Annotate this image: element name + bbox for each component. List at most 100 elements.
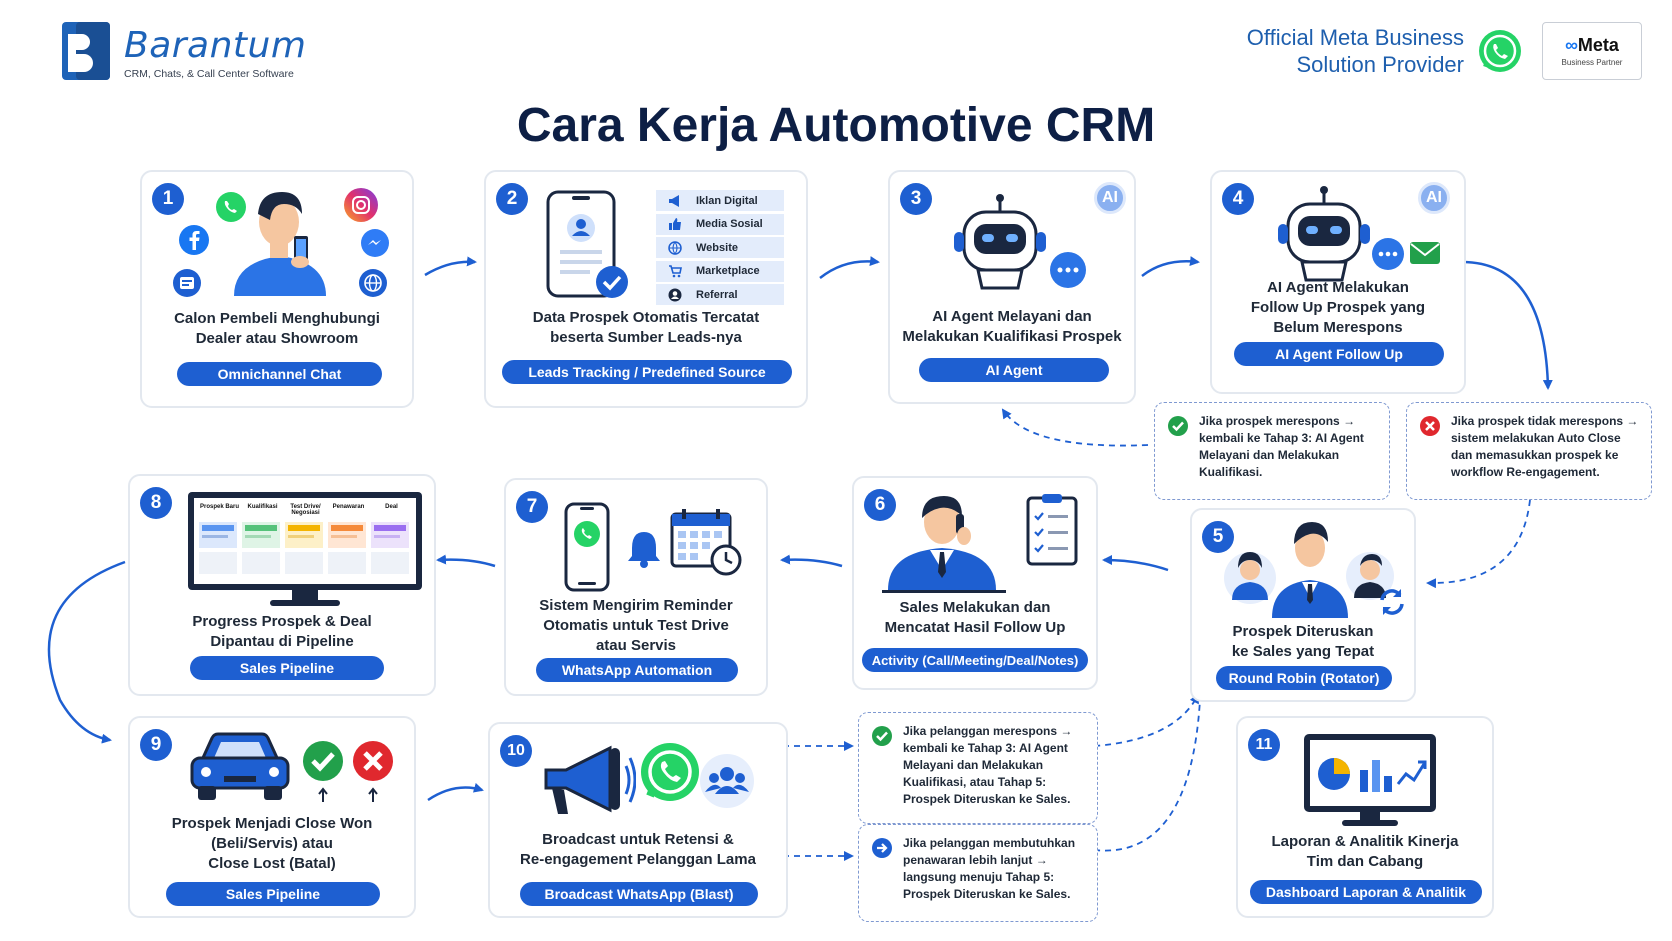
lead-source-item: Iklan Digital	[656, 190, 784, 211]
note-prospect-no-response: Jika prospek tidak merespons → sistem me…	[1406, 402, 1652, 500]
arrow-5-6	[1102, 555, 1169, 572]
partner-line-1: Official Meta Business	[1246, 25, 1464, 50]
globe-icon	[668, 240, 682, 255]
feature-pill: Sales Pipeline	[166, 882, 380, 906]
robot-icon	[954, 194, 1086, 290]
lead-source-item: Marketplace	[656, 260, 784, 282]
brand-tagline: CRM, Chats, & Call Center Software	[124, 68, 294, 80]
cart-icon	[669, 265, 682, 278]
step-title: Sistem Mengirim Reminder Otomatis untuk …	[539, 597, 733, 654]
step-card-10: 10 Broadcast untuk Retensi & Re-engageme…	[488, 722, 788, 918]
feature-pill: Round Robin (Rotator)	[1216, 666, 1392, 690]
feature-pill: Sales Pipeline	[190, 656, 384, 680]
dashed-arrow-note-a-5	[1093, 693, 1199, 747]
arrow-1-2	[424, 256, 477, 277]
arrow-6-7	[780, 554, 843, 568]
person-icon	[668, 288, 682, 301]
step-card-8: 8 Prospek Baru Kualifikasi Test Drive/ N…	[128, 474, 436, 696]
step-card-2: 2 Iklan Digital Media Sosial Website Mar…	[484, 170, 808, 408]
step-title: Broadcast untuk Retensi & Re-engagement …	[520, 831, 756, 868]
arrow-7-8	[436, 554, 496, 568]
check-circle-icon	[303, 741, 343, 802]
feature-pill: Broadcast WhatsApp (Blast)	[520, 882, 758, 906]
step-title: AI Agent Melayani dan Melakukan Kualifik…	[902, 308, 1122, 345]
dashed-arrow-to-5	[1426, 499, 1531, 589]
step-number: 11	[1248, 729, 1280, 761]
lead-source-item: Referral	[656, 284, 784, 305]
step-number: 7	[516, 491, 548, 523]
page-title: Cara Kerja Automotive CRM	[516, 99, 1156, 152]
checklist-clipboard-icon	[1026, 494, 1078, 566]
dashed-arrow-back-to-3	[1001, 408, 1149, 447]
meta-sub: Business Partner	[1561, 58, 1623, 67]
lead-source-item: Website	[656, 237, 784, 258]
step-number: 9	[140, 729, 172, 761]
arrow-right-circle-icon	[872, 838, 892, 858]
step-card-5: 5 Prospek Diteruskan ke Sales yang Tepat…	[1190, 508, 1416, 702]
check-circle-icon	[1168, 416, 1188, 436]
step-title: Progress Prospek & Deal Dipantau di Pipe…	[192, 613, 372, 650]
step-title: Laporan & Analitik Kinerja Tim dan Caban…	[1271, 833, 1459, 870]
globe-icon	[359, 269, 387, 297]
step-card-9: 9 Prospek Menjadi Close Won (Beli/Servis…	[128, 716, 416, 918]
facebook-icon	[179, 225, 209, 255]
sales-team-icon	[1224, 522, 1394, 618]
megaphone-icon	[669, 194, 679, 207]
step-number: 4	[1222, 183, 1254, 215]
step-number: 3	[900, 183, 932, 215]
feature-pill: Leads Tracking / Predefined Source	[502, 360, 792, 384]
whatsapp-icon	[1479, 30, 1521, 72]
arrow-3-4	[1141, 256, 1200, 277]
step-number: 6	[864, 489, 896, 521]
step-card-4: 4 AI AI Agent Melakukan Follow Up Prospe…	[1210, 170, 1466, 394]
ai-badge: AI	[1418, 182, 1450, 214]
feature-pill: AI Agent Follow Up	[1234, 342, 1444, 366]
arrow-9-10	[427, 782, 484, 802]
whatsapp-icon	[641, 743, 699, 801]
thumbs-up-icon	[669, 218, 681, 230]
lead-source-list: Iklan Digital Media Sosial Website Marke…	[656, 190, 784, 308]
pipeline-monitor-icon	[188, 492, 422, 606]
meta-partner-badge: Official Meta Business Solution Provider…	[1247, 22, 1642, 80]
robot-with-mail-icon	[1278, 186, 1440, 282]
step-title: AI Agent Melakukan Follow Up Prospek yan…	[1250, 279, 1426, 336]
step-number: 5	[1202, 521, 1234, 553]
messenger-icon	[361, 229, 389, 257]
meta-business-partner-box: ∞Meta Business Partner	[1542, 22, 1642, 80]
step-title: Data Prospek Otomatis Tercatat beserta S…	[532, 309, 760, 346]
step-title: Prospek Diteruskan ke Sales yang Tepat	[1231, 623, 1375, 660]
meta-name: Meta	[1577, 35, 1619, 55]
rotate-arrows-icon	[1380, 589, 1404, 615]
lead-source-item: Media Sosial	[656, 213, 784, 235]
step-title: Prospek Menjadi Close Won (Beli/Servis) …	[171, 815, 373, 872]
note-prospect-responds: Jika prospek merespons → kembali ke Taha…	[1154, 402, 1390, 500]
step-card-11: 11 Laporan & Analitik Kinerja Tim dan Ca…	[1236, 716, 1494, 918]
barantum-logo-icon	[62, 22, 110, 80]
feature-pill: Activity (Call/Meeting/Deal/Notes)	[862, 648, 1088, 672]
brand-name: Barantum	[124, 25, 307, 66]
step-card-1: 1 Calon Pembeli Menghubungi Dealer atau …	[140, 170, 414, 408]
arrow-4-notes	[1461, 260, 1553, 390]
partner-line-2: Solution Provider	[1296, 52, 1464, 77]
step-card-7: 7 Sistem Mengirim Reminder Otomatis untu…	[504, 478, 768, 696]
step-number: 8	[140, 487, 172, 519]
barantum-logo: Barantum CRM, Chats, & Call Center Softw…	[62, 22, 306, 84]
feature-pill: AI Agent	[919, 358, 1109, 382]
step-title: Sales Melakukan dan Mencatat Hasil Follo…	[884, 599, 1066, 636]
phone-profile-check-icon	[546, 190, 628, 298]
calendar-clock-icon	[670, 509, 742, 576]
note-customer-responds: Jika pelanggan merespons → kembali ke Ta…	[858, 712, 1098, 824]
feature-pill: Omnichannel Chat	[177, 362, 382, 386]
check-circle-icon	[872, 726, 892, 746]
analytics-monitor-icon	[1304, 734, 1436, 826]
step-card-3: 3 AI AI Agent Melayani dan Melakukan Kua…	[888, 170, 1136, 404]
livechat-icon	[173, 269, 201, 297]
meta-infinity-icon: ∞	[1565, 35, 1578, 55]
step-number: 2	[496, 183, 528, 215]
dashed-arrow-note-b-5	[1093, 699, 1201, 852]
phone-whatsapp-icon	[564, 502, 610, 592]
feature-pill: WhatsApp Automation	[536, 658, 738, 682]
arrow-8-9	[47, 560, 126, 744]
step-card-6: 6 Sales Melakukan dan Mencatat Hasil Fol…	[852, 476, 1098, 690]
arrow-2-3	[819, 256, 880, 279]
